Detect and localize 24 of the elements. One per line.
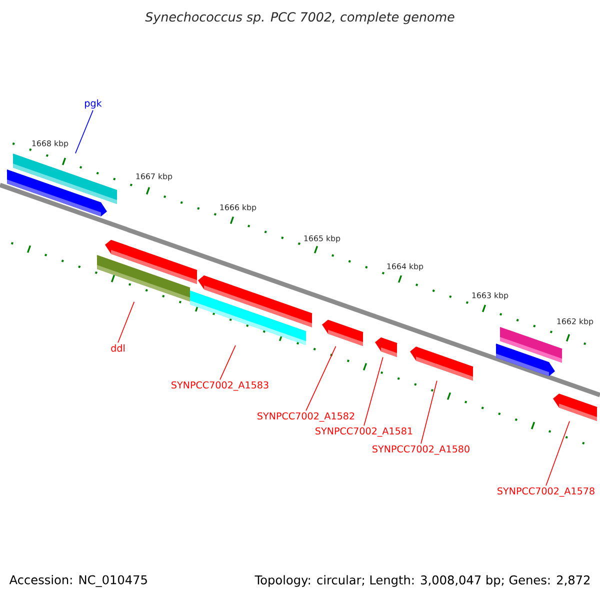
leader-line: [420, 380, 438, 444]
gene-bar: [96, 254, 190, 302]
footer-text: Topology: circular; Length: 3,008,047 bp; Genes: 2,872: [254, 575, 590, 587]
gene-label: SYNPCC7002_A1578: [498, 487, 594, 497]
gene-label: SYNPCC7002_A1580: [372, 445, 470, 455]
leader-line: [220, 344, 236, 380]
leader-line: [306, 346, 336, 412]
gene-feature: [6, 169, 107, 216]
leader-line: [546, 420, 570, 486]
leader-line: [75, 110, 94, 154]
gene-label: ddl: [111, 344, 124, 352]
leader-line: [364, 356, 384, 426]
gene-bar: [190, 290, 306, 346]
title: Synechococcus sp. PCC 7002, complete genome: [145, 12, 454, 24]
gene-label: SYNPCC7002_A1583: [172, 381, 268, 391]
gene-feature: [496, 344, 555, 376]
gene-feature: [375, 337, 398, 357]
gene-label: pgk: [85, 99, 102, 109]
gene-feature: [322, 320, 364, 346]
footer-text: Accession: NC_010475: [9, 575, 147, 588]
gene-label: SYNPCC7002_A1581: [316, 427, 412, 437]
gene-label: SYNPCC7002_A1582: [258, 412, 354, 422]
gene-feature: [410, 346, 474, 381]
gene-feature: [553, 394, 598, 421]
